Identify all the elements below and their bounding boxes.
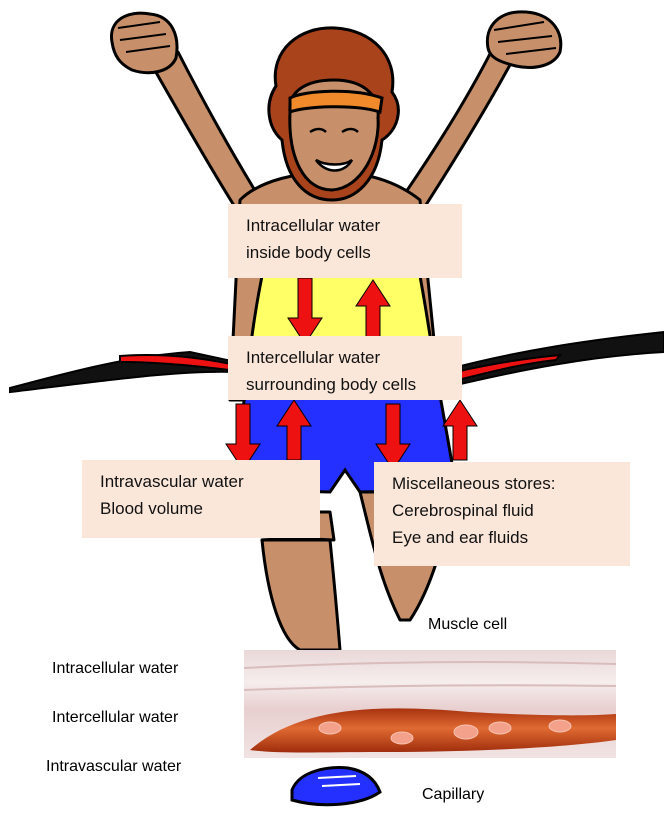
intravascular-water-box: Intravascular water Blood volume bbox=[82, 460, 320, 538]
intracellular-line-2: inside body cells bbox=[246, 239, 448, 266]
intravascular-line-2: Blood volume bbox=[100, 495, 306, 522]
capillary-label: Capillary bbox=[422, 786, 484, 804]
misc-line-2: Cerebrospinal fluid bbox=[392, 497, 616, 524]
left-label-intravascular: Intravascular water bbox=[46, 758, 181, 776]
muscle-cell-label: Muscle cell bbox=[428, 616, 507, 634]
head bbox=[269, 28, 398, 200]
intercellular-line-1: Intercellular water bbox=[246, 344, 448, 371]
miscellaneous-stores-box: Miscellaneous stores: Cerebrospinal flui… bbox=[374, 462, 630, 566]
misc-line-1: Miscellaneous stores: bbox=[392, 470, 616, 497]
left-label-intracellular: Intracellular water bbox=[52, 660, 178, 678]
intracellular-water-box: Intracellular water inside body cells bbox=[228, 204, 462, 278]
intercellular-water-box: Intercellular water surrounding body cel… bbox=[228, 336, 462, 400]
left-label-intercellular: Intercellular water bbox=[52, 709, 178, 727]
intravascular-line-1: Intravascular water bbox=[100, 468, 306, 495]
shoe bbox=[292, 768, 380, 805]
misc-line-3: Eye and ear fluids bbox=[392, 524, 616, 551]
muscle-capillary-inset bbox=[244, 650, 616, 758]
intercellular-line-2: surrounding body cells bbox=[246, 371, 448, 398]
intracellular-line-1: Intracellular water bbox=[246, 212, 448, 239]
